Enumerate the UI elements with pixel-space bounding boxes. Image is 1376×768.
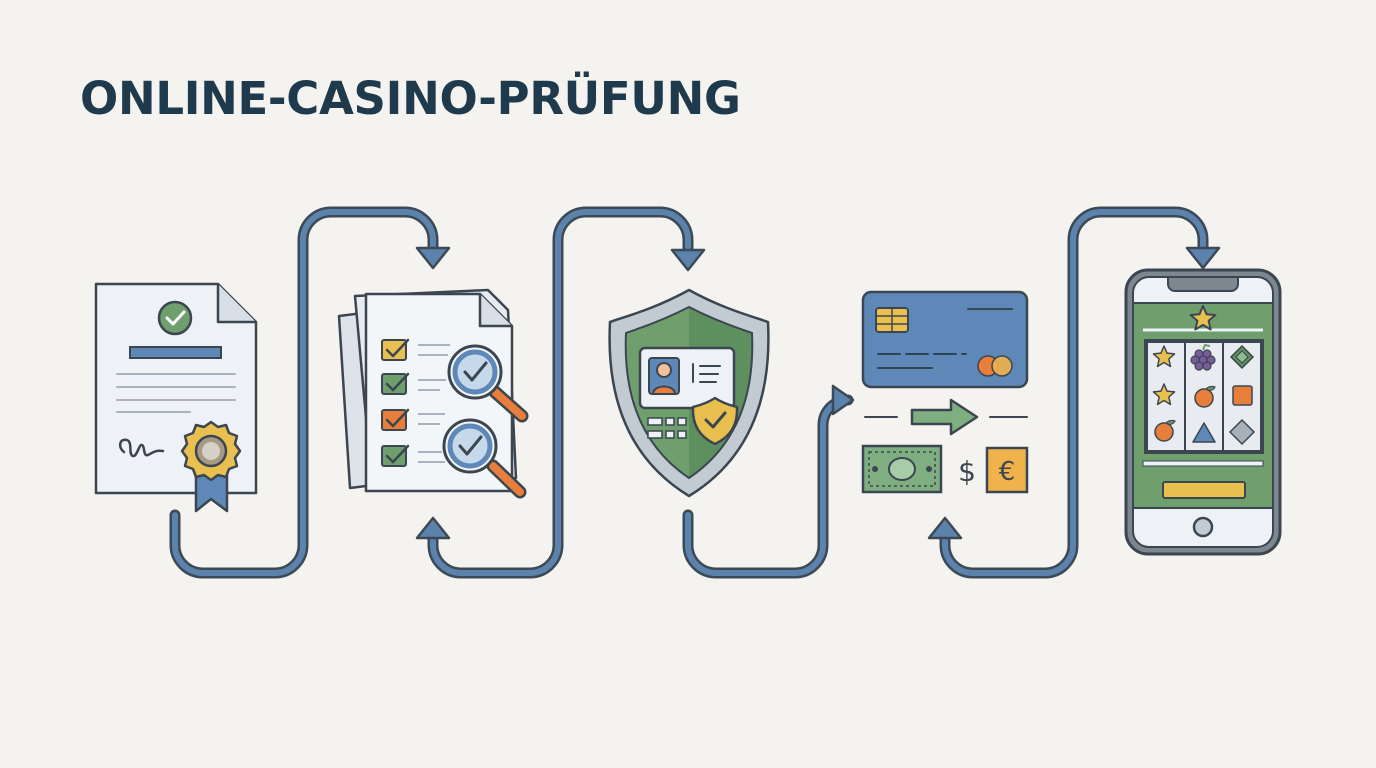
checklist-item bbox=[381, 444, 445, 467]
diamond-icon bbox=[1229, 344, 1255, 370]
arrowhead-down-icon bbox=[1185, 246, 1221, 270]
transfer-arrow-icon bbox=[864, 398, 1028, 436]
peach-icon bbox=[1194, 385, 1216, 408]
arrowhead-down-icon bbox=[415, 246, 451, 270]
id-card-icon bbox=[638, 346, 736, 410]
payment-methods-icon: $ € bbox=[861, 290, 1029, 494]
home-button bbox=[1192, 516, 1214, 538]
security-shield-icon bbox=[608, 288, 770, 498]
euro-symbol: € bbox=[999, 457, 1016, 487]
arrowhead-right-icon bbox=[831, 384, 855, 416]
star-icon bbox=[1189, 305, 1217, 331]
triangle-icon bbox=[1192, 422, 1216, 443]
mobile-slot-games-icon bbox=[1124, 268, 1282, 556]
slot-reels bbox=[1144, 339, 1264, 454]
grapes-icon bbox=[1190, 343, 1216, 371]
euro-coin-icon: € bbox=[985, 446, 1029, 494]
peach-icon bbox=[1154, 419, 1176, 442]
magnifier-check-icon bbox=[442, 418, 527, 499]
diamond-icon bbox=[1228, 418, 1256, 446]
connector-security-to-payments bbox=[682, 384, 855, 579]
check-seal-icon bbox=[157, 300, 193, 336]
magnifier-check-icon bbox=[447, 344, 529, 423]
arrowhead-up-icon bbox=[415, 516, 451, 540]
connector-payments-to-games bbox=[927, 206, 1221, 579]
credit-card-icon bbox=[861, 290, 1029, 389]
connector-license-to-audit bbox=[169, 206, 451, 579]
checklist-item bbox=[381, 408, 445, 431]
checklist-item bbox=[381, 372, 446, 395]
arrowhead-up-icon bbox=[927, 516, 963, 540]
award-ribbon-icon bbox=[180, 420, 242, 513]
checklist-item bbox=[381, 338, 450, 361]
dollar-symbol: $ bbox=[958, 455, 976, 488]
signature-icon bbox=[118, 438, 165, 458]
square-icon bbox=[1232, 385, 1253, 406]
banknote-icon bbox=[861, 444, 943, 494]
connector-audit-to-security bbox=[415, 206, 706, 579]
star-icon bbox=[1152, 345, 1176, 368]
audit-checklist-icon bbox=[337, 288, 529, 499]
flow-connectors bbox=[169, 206, 1221, 579]
mini-shield-check-icon bbox=[691, 396, 739, 446]
arrowhead-down-icon bbox=[670, 248, 706, 272]
star-icon bbox=[1152, 383, 1176, 406]
spin-button bbox=[1162, 481, 1246, 499]
license-certificate-icon bbox=[94, 282, 258, 513]
page-title: ONLINE-CASINO-PRÜFUNG bbox=[80, 72, 741, 125]
